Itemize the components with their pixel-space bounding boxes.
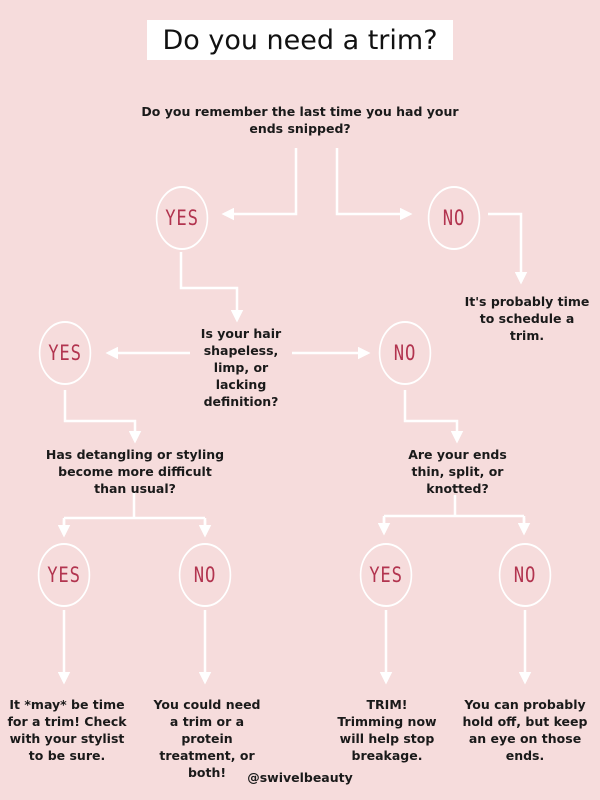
result-may-trim: It *may* be time for a trim! Check with … <box>7 697 127 763</box>
answer-yes-3: YES <box>37 543 91 607</box>
arrow-yes-q3 <box>63 390 142 444</box>
result-trim: TRIM! Trimming now will help stop breaka… <box>337 697 437 763</box>
question-detangling: Has detangling or styling become more di… <box>45 447 225 496</box>
answer-no-2: NO <box>378 321 432 385</box>
arrow-q1-yes <box>221 148 298 221</box>
question-last-trim: Do you remember the last time you had yo… <box>141 104 459 136</box>
question-hair-shape: Is your hair shapeless, limp, or lacking… <box>200 326 282 409</box>
arrow-q4-split <box>382 495 526 530</box>
answer-no-1: NO <box>427 186 481 250</box>
arrow-no-q4 <box>403 390 464 444</box>
arrow-q3-split <box>62 493 207 533</box>
question-ends: Are your ends thin, split, or knotted? <box>408 447 507 496</box>
social-handle: @swivelbeauty <box>247 770 353 785</box>
answer-yes-1: YES <box>155 186 209 250</box>
page-title: Do you need a trim? <box>147 20 453 60</box>
answer-no-4: NO <box>498 543 552 607</box>
arrow-q1-no <box>335 148 413 221</box>
arrow-yes-q2 <box>179 252 244 323</box>
answer-yes-4: YES <box>359 543 413 607</box>
result-hold-off: You can probably hold off, but keep an e… <box>462 697 588 763</box>
arrow-no-schedule <box>488 212 528 285</box>
result-protein: You could need a trim or a protein treat… <box>153 697 261 780</box>
answer-yes-2: YES <box>38 321 92 385</box>
result-schedule-trim: It's probably time to schedule a trim. <box>464 294 590 343</box>
answer-no-3: NO <box>178 543 232 607</box>
